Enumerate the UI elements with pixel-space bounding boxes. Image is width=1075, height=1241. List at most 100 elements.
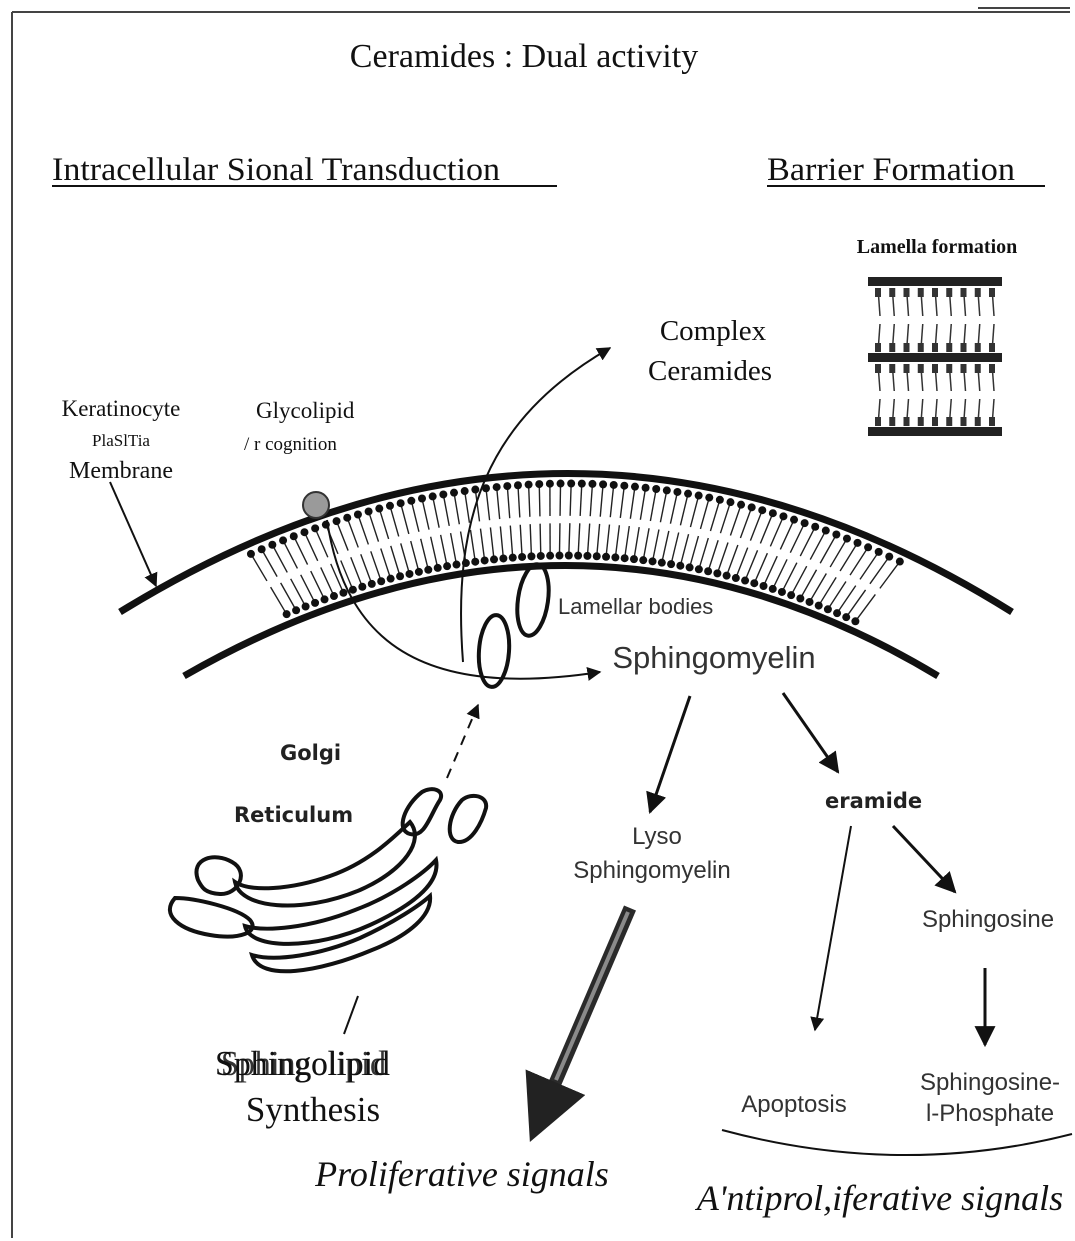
lipid-tail — [820, 535, 836, 564]
page-title: Ceramides : Dual activity — [350, 38, 698, 75]
synthesis-pointer — [344, 996, 358, 1034]
lipid-head — [726, 498, 734, 506]
lipid-head — [652, 485, 660, 493]
heading-signal-transduction: Intracellular Sional Transduction — [52, 152, 500, 188]
lamella-head — [932, 288, 938, 297]
complex-label: Complex — [660, 315, 767, 347]
lipid-head — [368, 580, 376, 588]
lipid-head — [695, 565, 703, 573]
lipid-tail — [272, 545, 287, 573]
lipid-tail — [443, 494, 449, 525]
lipid-head — [407, 497, 415, 505]
proliferative-signals-label: Proliferative signals — [314, 1154, 609, 1194]
lipid-tail — [454, 493, 459, 525]
lipid-head — [397, 499, 405, 507]
lipid-head — [358, 583, 366, 591]
lipid-tail — [411, 541, 419, 572]
lipid-head — [279, 536, 287, 544]
s1p-label-line1: Sphingosine- — [920, 1069, 1060, 1096]
membrane-inner — [184, 566, 938, 677]
lipid-tail — [750, 510, 762, 540]
antiproliferative-bracket — [722, 1130, 1072, 1155]
lipid-head — [452, 561, 460, 569]
lamella-head — [932, 343, 938, 352]
lipid-tail — [606, 525, 609, 557]
lipid-head — [493, 483, 501, 491]
arrow-sphingomyelin-to-ceramide — [783, 693, 838, 772]
lipid-head — [832, 531, 840, 539]
lipid-tail — [770, 516, 783, 546]
membrane-label: Membrane — [69, 458, 173, 484]
lamella-head — [875, 417, 881, 426]
lipid-head — [429, 492, 437, 500]
lipid-head — [760, 582, 768, 590]
lipid-head — [443, 562, 451, 570]
lipid-tail — [441, 535, 447, 566]
lipid-tail — [411, 501, 419, 532]
lipid-head — [503, 482, 511, 490]
lipid-tail — [764, 556, 778, 586]
lyso-label: Lyso — [632, 823, 682, 850]
lipid-head — [824, 605, 832, 613]
lipid-tail — [790, 523, 804, 553]
lipid-tail — [391, 546, 400, 576]
sphingolipid-label-ghost: Sphingolipid — [221, 1044, 386, 1083]
lipid-head — [723, 572, 731, 580]
lamella-head — [904, 364, 910, 373]
antiproliferative-signals-label: A'ntiprol,iferative signals — [695, 1178, 1063, 1218]
lipid-tail — [507, 486, 509, 518]
lipid-tail — [620, 486, 624, 518]
lipid-head — [620, 482, 628, 490]
arrow-ceramide-to-sphingosine — [893, 826, 955, 892]
lipid-tail — [294, 536, 308, 564]
lipid-head — [602, 553, 610, 561]
lipid-head — [290, 532, 298, 540]
lipid-head — [649, 557, 657, 565]
lipid-head — [833, 609, 841, 617]
lipid-tail — [640, 488, 645, 520]
lipid-tail — [262, 549, 277, 576]
lipid-tail — [590, 484, 592, 516]
lamella-head — [918, 417, 924, 426]
lipid-head — [588, 480, 596, 488]
lipid-tail — [710, 500, 719, 531]
apoptosis-label: Apoptosis — [741, 1091, 846, 1118]
lipid-head — [537, 552, 545, 560]
lamella-head — [975, 343, 981, 352]
lipid-head — [525, 481, 533, 489]
lipid-tail — [315, 528, 328, 557]
lipid-head — [854, 539, 862, 547]
lipid-head — [365, 507, 373, 515]
lipid-head — [822, 527, 830, 535]
lipid-head — [405, 570, 413, 578]
lipid-head — [471, 486, 479, 494]
lipid-tail — [500, 526, 503, 558]
lipid-head — [748, 503, 756, 511]
lipid-head — [663, 486, 671, 494]
lipid-head — [583, 552, 591, 560]
lipid-tail — [690, 496, 698, 527]
lipid-tail — [587, 524, 589, 556]
lipid-tail — [369, 511, 379, 541]
lipid-tail — [520, 525, 522, 557]
lipid-tail — [401, 543, 410, 574]
lipid-tail — [760, 513, 772, 543]
lipid-tail — [433, 496, 439, 527]
sphingomyelin-label: Sphingomyelin — [612, 640, 815, 675]
lamellar-body-1 — [513, 562, 553, 637]
lipid-head — [311, 524, 319, 532]
lipid-tail — [625, 526, 630, 558]
lipid-head — [283, 610, 291, 618]
lipid-tail — [518, 485, 520, 517]
lipid-tail — [301, 575, 315, 603]
lipid-head — [676, 562, 684, 570]
lipid-head — [450, 489, 458, 497]
lipid-head — [639, 556, 647, 564]
lipid-head — [247, 550, 255, 558]
lipid-head — [790, 516, 798, 524]
lipid-head — [741, 577, 749, 585]
lipid-head — [375, 505, 383, 513]
lipid-head — [695, 492, 703, 500]
lipid-head — [330, 592, 338, 600]
lamella-head — [932, 364, 938, 373]
